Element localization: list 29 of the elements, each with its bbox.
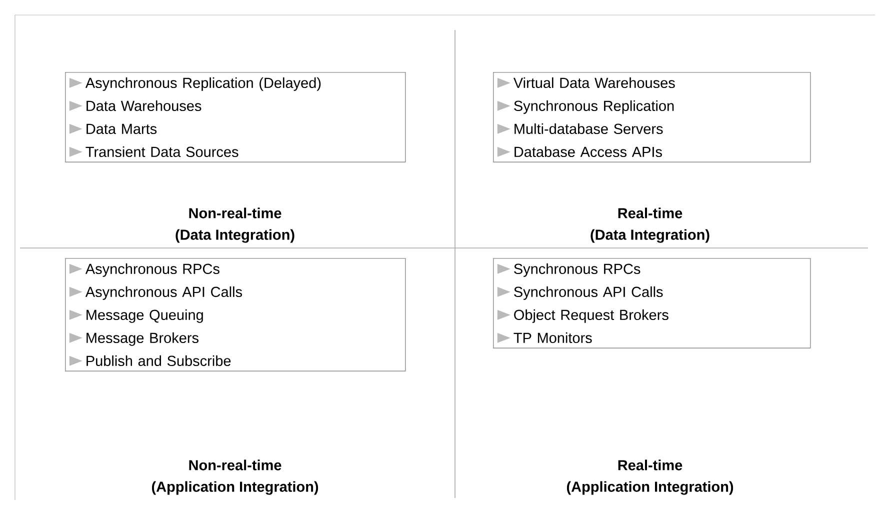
caption: Real-time: [618, 208, 682, 218]
list-item: Asynchronous API Calls: [85, 286, 242, 300]
caption: Non-real-time: [189, 460, 282, 470]
list-item: Message Brokers: [86, 332, 198, 346]
caption: (Application Integration): [152, 481, 318, 495]
list-item: Synchronous API Calls: [514, 286, 663, 300]
list-item: Synchronous RPCs: [514, 263, 640, 277]
list-box: [493, 258, 811, 348]
list-item: Message Queuing: [86, 309, 203, 323]
list-item: Database Access APIs: [514, 146, 662, 158]
list-item: Asynchronous RPCs: [85, 263, 220, 277]
list-item: Virtual Data Warehouses: [513, 77, 675, 88]
list-item: Data Warehouses: [86, 100, 202, 112]
list-item: Multi-database Servers: [514, 123, 663, 134]
list-item: Synchronous Replication: [514, 100, 674, 114]
list-item: Object Request Brokers: [514, 309, 668, 323]
caption: Real-time: [618, 460, 682, 470]
caption: Non-real-time: [189, 208, 282, 218]
list-item: Data Marts: [86, 124, 157, 134]
caption: (Data Integration): [176, 229, 294, 243]
list-item: Publish and Subscribe: [86, 355, 231, 366]
list-item: Transient Data Sources: [86, 146, 238, 158]
list-box: [65, 258, 406, 372]
caption: (Data Integration): [590, 229, 710, 243]
list-item: Asynchronous Replication (Delayed): [85, 77, 321, 91]
list-box: [65, 72, 406, 162]
list-box: [493, 72, 811, 162]
list-item: TP Monitors: [514, 332, 592, 344]
caption: (Application Integration): [566, 481, 734, 495]
